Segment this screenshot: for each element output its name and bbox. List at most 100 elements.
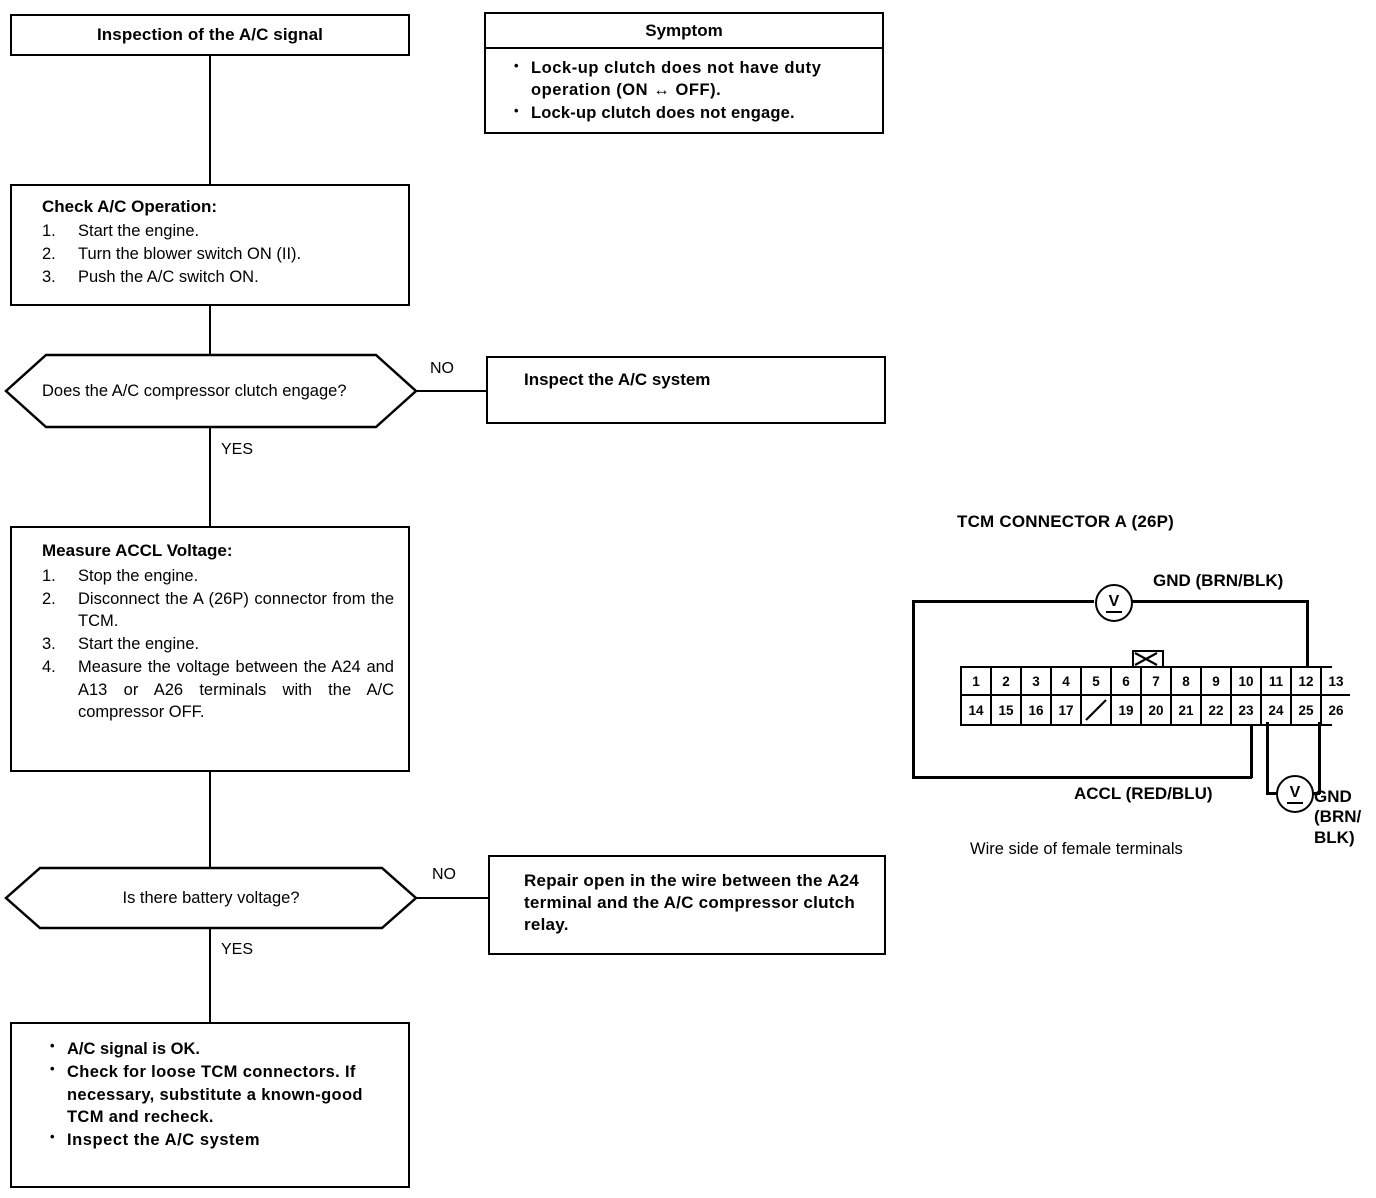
wire-gnd-top-drop-to-pin13 bbox=[1306, 600, 1309, 666]
terminal-pin-23: 23 bbox=[1232, 696, 1262, 724]
terminal-pin-21: 21 bbox=[1172, 696, 1202, 724]
terminal-pin-22: 22 bbox=[1202, 696, 1232, 724]
title-box-text: Inspection of the A/C signal bbox=[96, 25, 324, 44]
inspect-ac-system-box: Inspect the A/C system bbox=[486, 356, 886, 424]
terminal-pin-19: 19 bbox=[1112, 696, 1142, 724]
label-gnd-bottom-line2: (BRN/ bbox=[1314, 807, 1362, 827]
wire-accl-left-vertical bbox=[912, 600, 915, 778]
step-text: Measure the voltage between the A24 and … bbox=[78, 658, 394, 721]
branch-no-1-label: NO bbox=[430, 360, 454, 377]
label-gnd-top: GND (BRN/BLK) bbox=[1153, 571, 1284, 590]
terminal-pin-15: 15 bbox=[992, 696, 1022, 724]
check-ac-steps: 1. Start the engine. 2. Turn the blower … bbox=[42, 220, 396, 288]
terminal-pin-8: 8 bbox=[1172, 668, 1202, 696]
symptom-list: Lock-up clutch does not have duty operat… bbox=[514, 57, 844, 125]
branch-no-2-line bbox=[414, 897, 488, 899]
label-gnd-bottom: GND (BRN/ BLK) bbox=[1314, 787, 1361, 848]
decision1-label: Does the A/C compressor clutch engage? bbox=[4, 353, 418, 429]
final-result-list: A/C signal is OK. Check for loose TCM co… bbox=[50, 1037, 382, 1151]
title-box: Inspection of the A/C signal bbox=[10, 14, 410, 56]
step-text: Push the A/C switch ON. bbox=[78, 268, 259, 287]
list-item: Lock-up clutch does not have duty operat… bbox=[514, 57, 844, 102]
label-accl: ACCL (RED/BLU) bbox=[1074, 784, 1213, 803]
terminal-row-bottom: 14 15 16 17 19 20 21 22 23 24 25 26 bbox=[962, 696, 1350, 724]
voltmeter-ground-bar bbox=[1287, 801, 1303, 804]
wire-gnd-top-right-horizontal bbox=[1130, 600, 1308, 603]
wire-pin24-drop bbox=[1266, 722, 1269, 794]
repair-open-wire-box: Repair open in the wire between the A24 … bbox=[488, 855, 886, 955]
terminal-pin-26: 26 bbox=[1322, 696, 1350, 724]
list-item: 1. Stop the engine. bbox=[42, 565, 394, 587]
terminal-pin-5: 5 bbox=[1082, 668, 1112, 696]
branch-no-1-line bbox=[414, 390, 486, 392]
symptom-box: Symptom Lock-up clutch does not have dut… bbox=[484, 12, 884, 134]
step-text: Turn the blower switch ON (II). bbox=[78, 245, 302, 264]
list-item: Check for loose TCM connectors. If neces… bbox=[50, 1060, 382, 1128]
voltmeter-v-glyph: V bbox=[1289, 783, 1301, 801]
step-number: 4. bbox=[42, 658, 56, 677]
terminal-pin-20: 20 bbox=[1142, 696, 1172, 724]
terminal-pin-1: 1 bbox=[962, 668, 992, 696]
wire-accl-riser-to-pin24 bbox=[1250, 678, 1253, 778]
terminal-pin-7: 7 bbox=[1142, 668, 1172, 696]
terminal-pin-10: 10 bbox=[1232, 668, 1262, 696]
voltmeter-bottom: V bbox=[1276, 775, 1314, 813]
terminal-pin-13: 13 bbox=[1322, 668, 1350, 696]
decision-does-clutch-engage: Does the A/C compressor clutch engage? bbox=[4, 353, 418, 429]
terminal-pin-12: 12 bbox=[1292, 668, 1322, 696]
connector-title-to-check bbox=[209, 56, 211, 184]
branch-yes-2-line bbox=[209, 928, 211, 1024]
terminal-pin-3: 3 bbox=[1022, 668, 1052, 696]
tcm-connector-diagram: TCM CONNECTOR A (26P) V GND (BRN/BLK) 1 … bbox=[900, 500, 1376, 880]
step-number: 2. bbox=[42, 245, 56, 264]
measure-heading: Measure ACCL Voltage: bbox=[42, 541, 233, 560]
bowtie-x-icon bbox=[1134, 652, 1158, 666]
branch-yes-2-label: YES bbox=[221, 941, 254, 958]
terminal-pin-11: 11 bbox=[1262, 668, 1292, 696]
list-item: A/C signal is OK. bbox=[50, 1037, 382, 1060]
connector-measure-to-decision2 bbox=[209, 772, 211, 868]
wire-gnd-top-left-horizontal bbox=[912, 600, 1094, 603]
inspect-ac-text: Inspect the A/C system bbox=[524, 370, 711, 389]
terminal-pin-25: 25 bbox=[1292, 696, 1322, 724]
check-ac-heading: Check A/C Operation: bbox=[42, 197, 218, 216]
label-gnd-bottom-line3: BLK) bbox=[1314, 827, 1355, 847]
terminal-pin-16: 16 bbox=[1022, 696, 1052, 724]
list-item: 2. Disconnect the A (26P) connector from… bbox=[42, 588, 394, 632]
check-ac-operation-box: Check A/C Operation: 1. Start the engine… bbox=[10, 184, 410, 306]
measure-accl-voltage-box: Measure ACCL Voltage: 1. Stop the engine… bbox=[10, 526, 410, 772]
measure-steps: 1. Stop the engine. 2. Disconnect the A … bbox=[42, 565, 394, 723]
list-item: 3. Push the A/C switch ON. bbox=[42, 266, 396, 288]
step-number: 3. bbox=[42, 268, 56, 287]
list-item: Lock-up clutch does not engage. bbox=[514, 102, 844, 125]
terminal-pin-17: 17 bbox=[1052, 696, 1082, 724]
terminal-row-top: 1 2 3 4 5 6 7 8 9 10 11 12 13 bbox=[962, 668, 1350, 696]
voltmeter-ground-bar bbox=[1106, 610, 1122, 613]
voltmeter-top: V bbox=[1095, 584, 1133, 622]
decision-is-there-battery-voltage: Is there battery voltage? bbox=[4, 866, 418, 930]
tcm-connector-title: TCM CONNECTOR A (26P) bbox=[957, 512, 1175, 531]
terminal-grid: 1 2 3 4 5 6 7 8 9 10 11 12 13 14 15 16 1… bbox=[960, 666, 1350, 726]
step-number: 1. bbox=[42, 222, 56, 240]
list-item: 4. Measure the voltage between the A24 a… bbox=[42, 656, 394, 722]
branch-yes-1-label: YES bbox=[221, 441, 254, 458]
list-item: 1. Start the engine. bbox=[42, 220, 396, 242]
wire-accl-bottom-horizontal bbox=[912, 776, 1252, 779]
decision1-text: Does the A/C compressor clutch engage? bbox=[42, 381, 347, 400]
step-text: Stop the engine. bbox=[78, 567, 199, 585]
terminal-pin-blank bbox=[1082, 696, 1112, 724]
connector-check-to-decision1 bbox=[209, 306, 211, 355]
list-item: 2. Turn the blower switch ON (II). bbox=[42, 243, 396, 265]
repair-text: Repair open in the wire between the A24 … bbox=[524, 871, 860, 935]
list-item: Inspect the A/C system bbox=[50, 1128, 382, 1151]
terminal-pin-2: 2 bbox=[992, 668, 1022, 696]
decision2-text: Is there battery voltage? bbox=[122, 888, 300, 907]
label-gnd-bottom-line1: GND bbox=[1314, 787, 1352, 806]
step-number: 2. bbox=[42, 590, 56, 609]
terminal-pin-9: 9 bbox=[1202, 668, 1232, 696]
branch-yes-1-line bbox=[209, 427, 211, 526]
step-text: Disconnect the A (26P) connector from th… bbox=[78, 590, 394, 631]
symptom-header: Symptom bbox=[645, 20, 723, 40]
terminal-pin-14: 14 bbox=[962, 696, 992, 724]
list-item: 3. Start the engine. bbox=[42, 633, 394, 655]
